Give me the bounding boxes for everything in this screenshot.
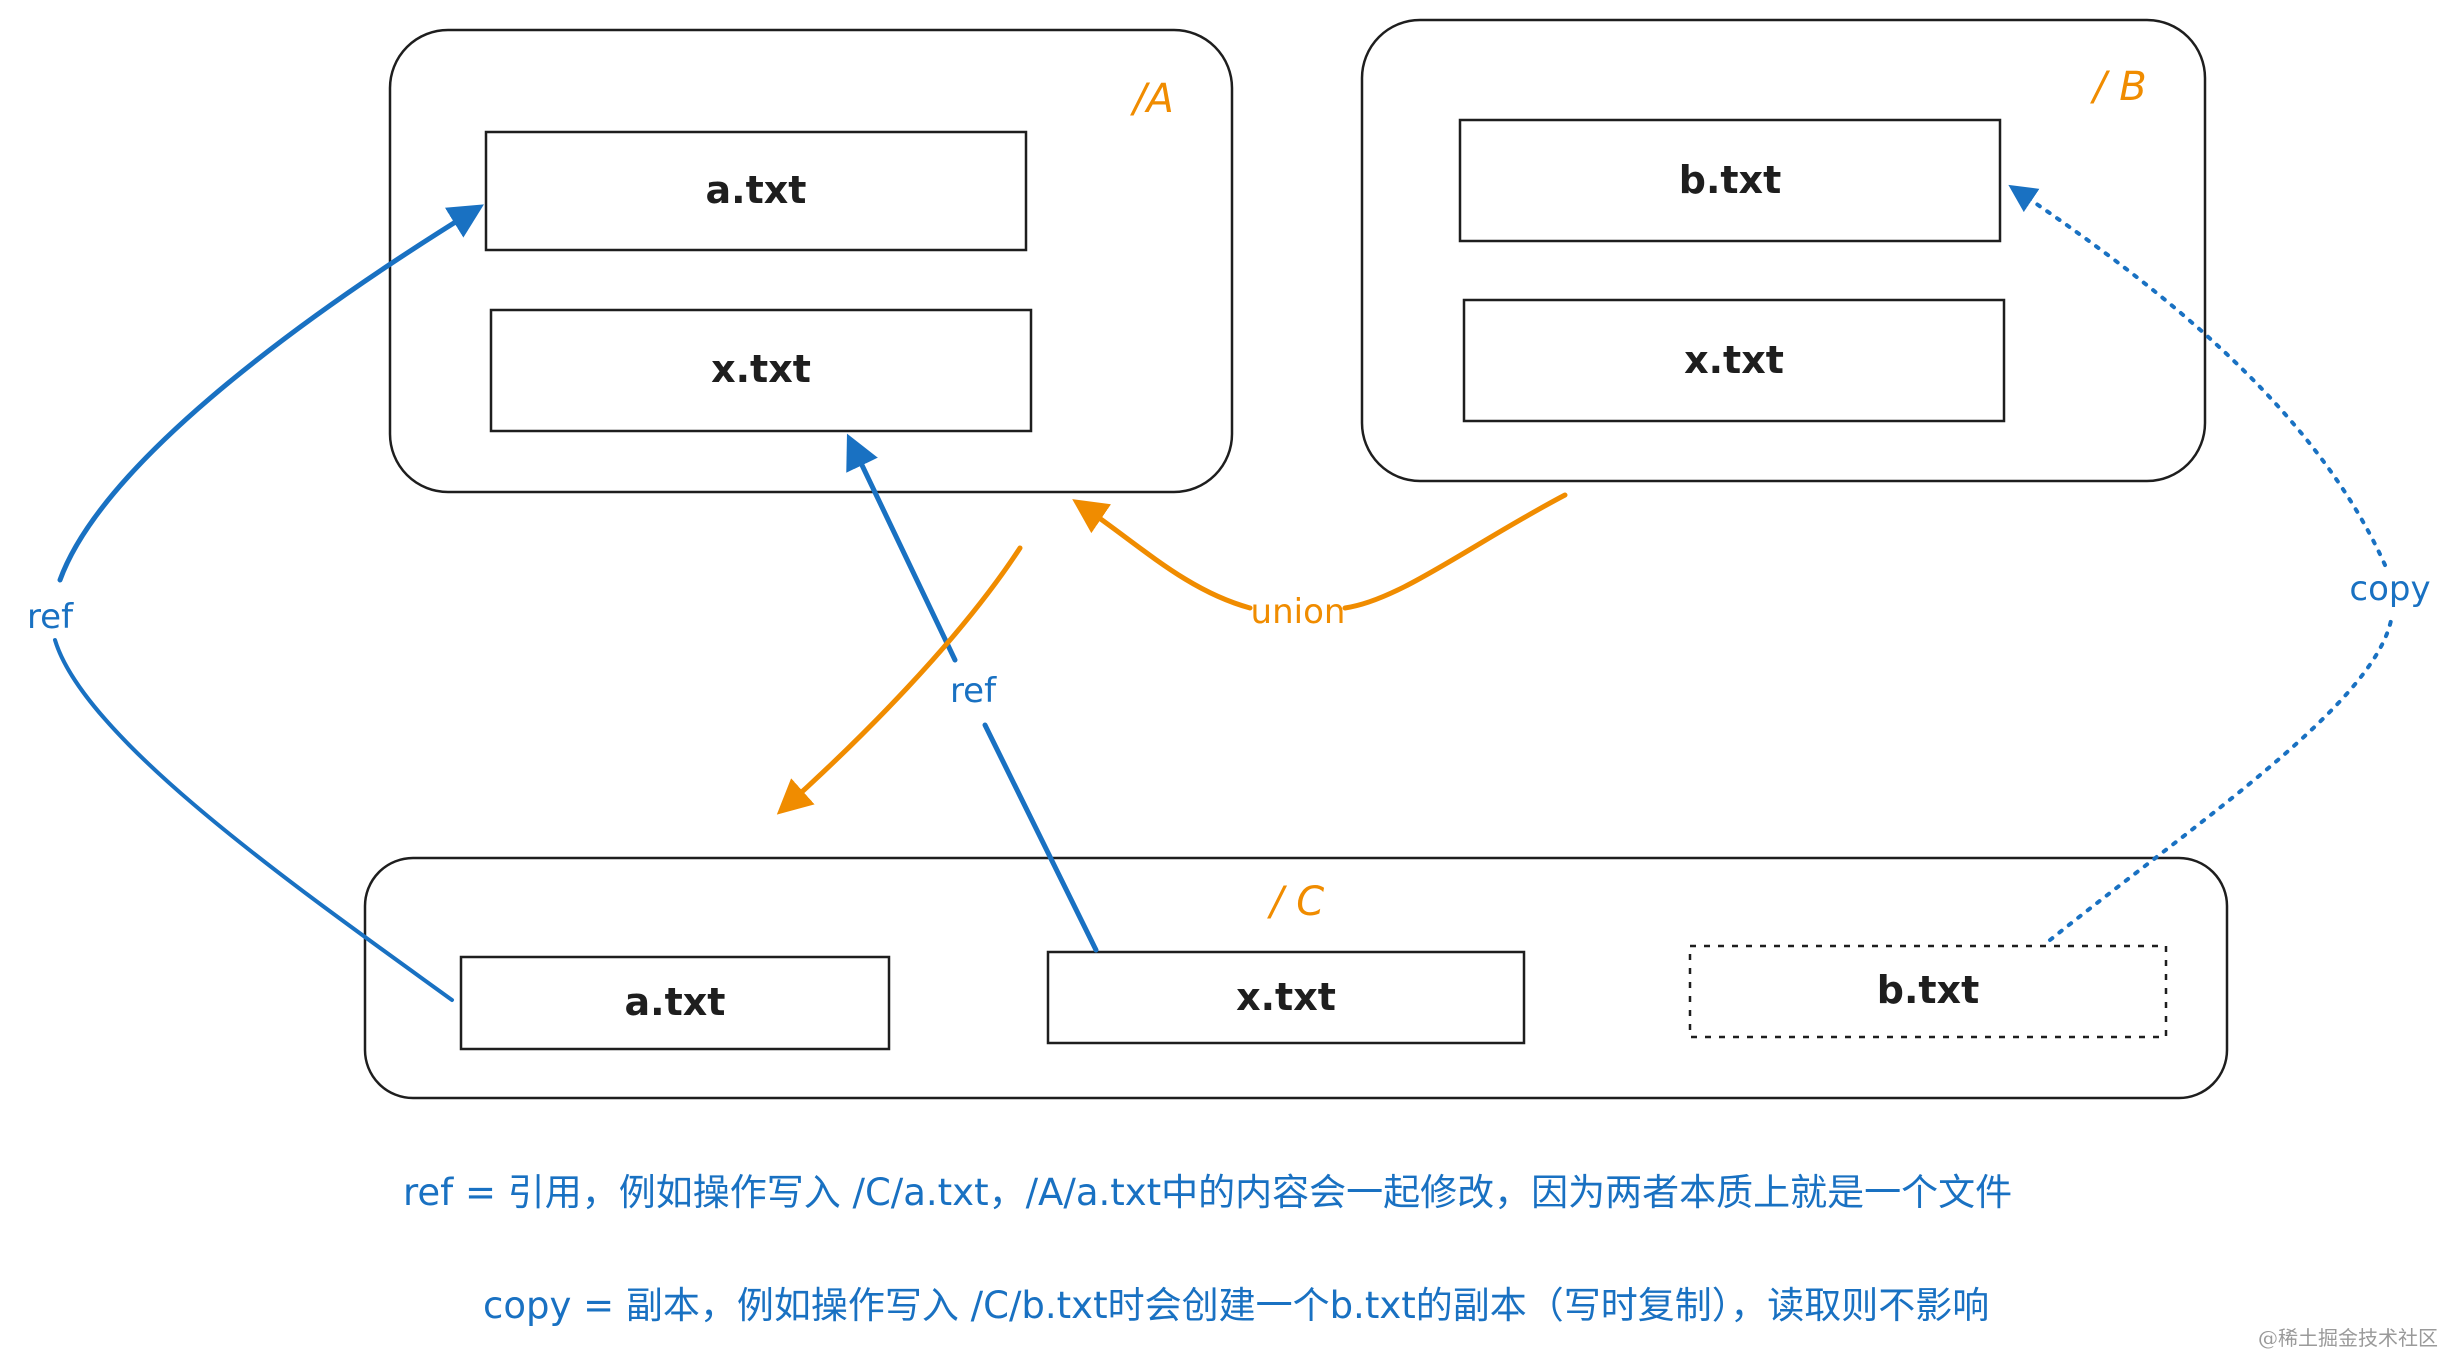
dir-a-container[interactable] <box>388 28 1234 494</box>
dir-b-container[interactable] <box>1360 18 2207 483</box>
edge-ref-left-label: ref <box>27 597 74 637</box>
dir-b[interactable]: / B b.txt x.txt <box>1360 18 2207 483</box>
edge-union-label: union <box>1251 592 1346 632</box>
edge-ref-mid: ref <box>846 433 1099 953</box>
file-a-a-txt[interactable]: a.txt <box>484 130 1028 252</box>
file-a-x-txt[interactable]: x.txt <box>489 308 1033 433</box>
dir-c-container[interactable] <box>363 856 2229 1100</box>
dir-a-label: /A <box>1130 76 1174 122</box>
file-b-x-txt[interactable]: x.txt <box>1462 298 2006 423</box>
file-label: a.txt <box>706 168 807 212</box>
note-copy: copy = 副本，例如操作写入 /C/b.txt时会创建一个b.txt的副本（… <box>483 1284 1989 1327</box>
file-label: x.txt <box>1236 975 1336 1019</box>
edge-ref-mid-label: ref <box>950 671 997 711</box>
dir-b-label: / B <box>2090 64 2147 110</box>
file-label: x.txt <box>1684 338 1784 382</box>
file-label: x.txt <box>711 347 811 391</box>
file-c-b-txt[interactable]: b.txt <box>1688 944 2168 1039</box>
file-label: b.txt <box>1877 968 1979 1012</box>
dir-c-label: / C <box>1267 879 1324 925</box>
edge-ref-left: ref <box>27 204 484 1002</box>
dir-c[interactable]: / C a.txt x.txt b.txt <box>363 856 2229 1100</box>
dir-a[interactable]: /A a.txt x.txt <box>388 28 1234 494</box>
note-ref: ref = 引用，例如操作写入 /C/a.txt，/A/a.txt中的内容会一起… <box>403 1171 2012 1214</box>
edge-union-to-c <box>776 545 1023 815</box>
file-b-b-txt[interactable]: b.txt <box>1458 118 2002 243</box>
file-label: a.txt <box>625 980 726 1024</box>
file-c-a-txt[interactable]: a.txt <box>459 955 891 1051</box>
edge-copy: copy <box>2008 184 2431 942</box>
file-label: b.txt <box>1679 158 1781 202</box>
watermark: @稀土掘金技术社区 <box>2258 1326 2438 1350</box>
edge-union: union <box>1072 492 1568 632</box>
edge-copy-label: copy <box>2349 569 2430 609</box>
file-c-x-txt[interactable]: x.txt <box>1046 950 1526 1045</box>
